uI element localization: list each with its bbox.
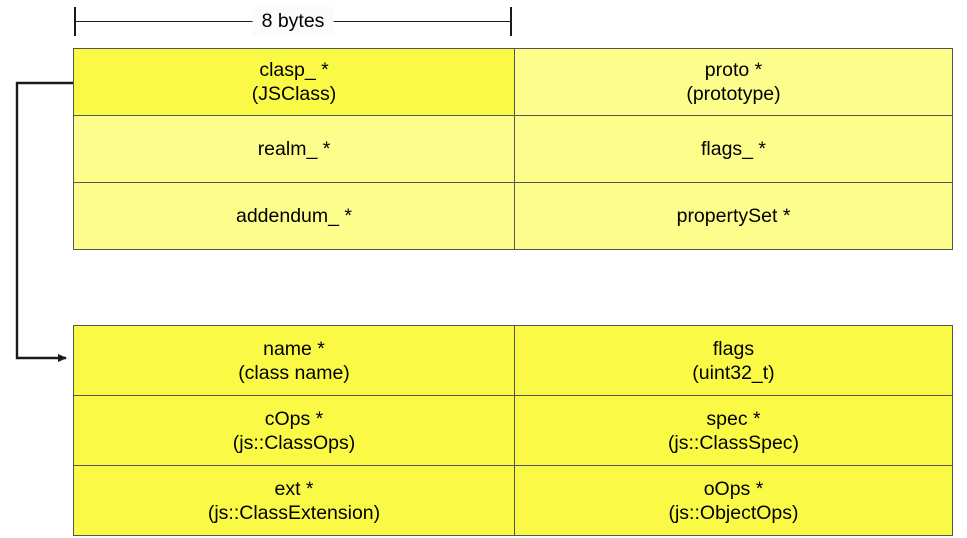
cell-cops-line1: cOps * xyxy=(74,407,514,431)
cell-ext-line2: (js::ClassExtension) xyxy=(74,501,514,525)
cell-flags-underscore: flags_ * xyxy=(515,116,953,183)
cell-oops-line2: (js::ObjectOps) xyxy=(515,501,952,525)
cell-clasp: clasp_ * (JSClass) xyxy=(74,49,515,116)
cell-cops-line2: (js::ClassOps) xyxy=(74,431,514,455)
cell-spec-line2: (js::ClassSpec) xyxy=(515,431,952,455)
table-row: name * (class name) flags (uint32_t) xyxy=(74,326,953,396)
dimension-tick-left-icon xyxy=(74,7,76,36)
dimension-label: 8 bytes xyxy=(253,7,334,35)
arrow-path xyxy=(17,83,73,358)
cell-flags-line1: flags xyxy=(515,337,952,361)
cell-realm-line1: realm_ * xyxy=(74,137,514,161)
table-row: clasp_ * (JSClass) proto * (prototype) xyxy=(74,49,953,116)
cell-ext: ext * (js::ClassExtension) xyxy=(74,466,515,536)
cell-oops: oOps * (js::ObjectOps) xyxy=(515,466,953,536)
cell-oops-line1: oOps * xyxy=(515,477,952,501)
cell-addendum: addendum_ * xyxy=(74,183,515,250)
cell-propertyset: propertySet * xyxy=(515,183,953,250)
table-row: addendum_ * propertySet * xyxy=(74,183,953,250)
table-row: ext * (js::ClassExtension) oOps * (js::O… xyxy=(74,466,953,536)
cell-proto-line2: (prototype) xyxy=(515,82,952,106)
cell-flags: flags (uint32_t) xyxy=(515,326,953,396)
cell-propertyset-line1: propertySet * xyxy=(515,204,952,228)
cell-proto: proto * (prototype) xyxy=(515,49,953,116)
cell-clasp-line1: clasp_ * xyxy=(74,58,514,82)
cell-ext-line1: ext * xyxy=(74,477,514,501)
cell-name-line2: (class name) xyxy=(74,361,514,385)
cell-flags-underscore-line1: flags_ * xyxy=(515,137,952,161)
clasp-to-jsclass-arrow xyxy=(0,70,80,370)
jsclass-struct-table: name * (class name) flags (uint32_t) cOp… xyxy=(73,325,953,536)
cell-realm: realm_ * xyxy=(74,116,515,183)
cell-addendum-line1: addendum_ * xyxy=(74,204,514,228)
cell-proto-line1: proto * xyxy=(515,58,952,82)
cell-flags-line2: (uint32_t) xyxy=(515,361,952,385)
cell-name-line1: name * xyxy=(74,337,514,361)
dimension-tick-right-icon xyxy=(510,7,512,36)
cell-spec-line1: spec * xyxy=(515,407,952,431)
cell-name: name * (class name) xyxy=(74,326,515,396)
cell-clasp-line2: (JSClass) xyxy=(74,82,514,106)
dimension-line-8-bytes: 8 bytes xyxy=(74,5,512,39)
jsobject-struct-table: clasp_ * (JSClass) proto * (prototype) r… xyxy=(73,48,953,250)
cell-spec: spec * (js::ClassSpec) xyxy=(515,396,953,466)
table-row: cOps * (js::ClassOps) spec * (js::ClassS… xyxy=(74,396,953,466)
cell-cops: cOps * (js::ClassOps) xyxy=(74,396,515,466)
table-row: realm_ * flags_ * xyxy=(74,116,953,183)
